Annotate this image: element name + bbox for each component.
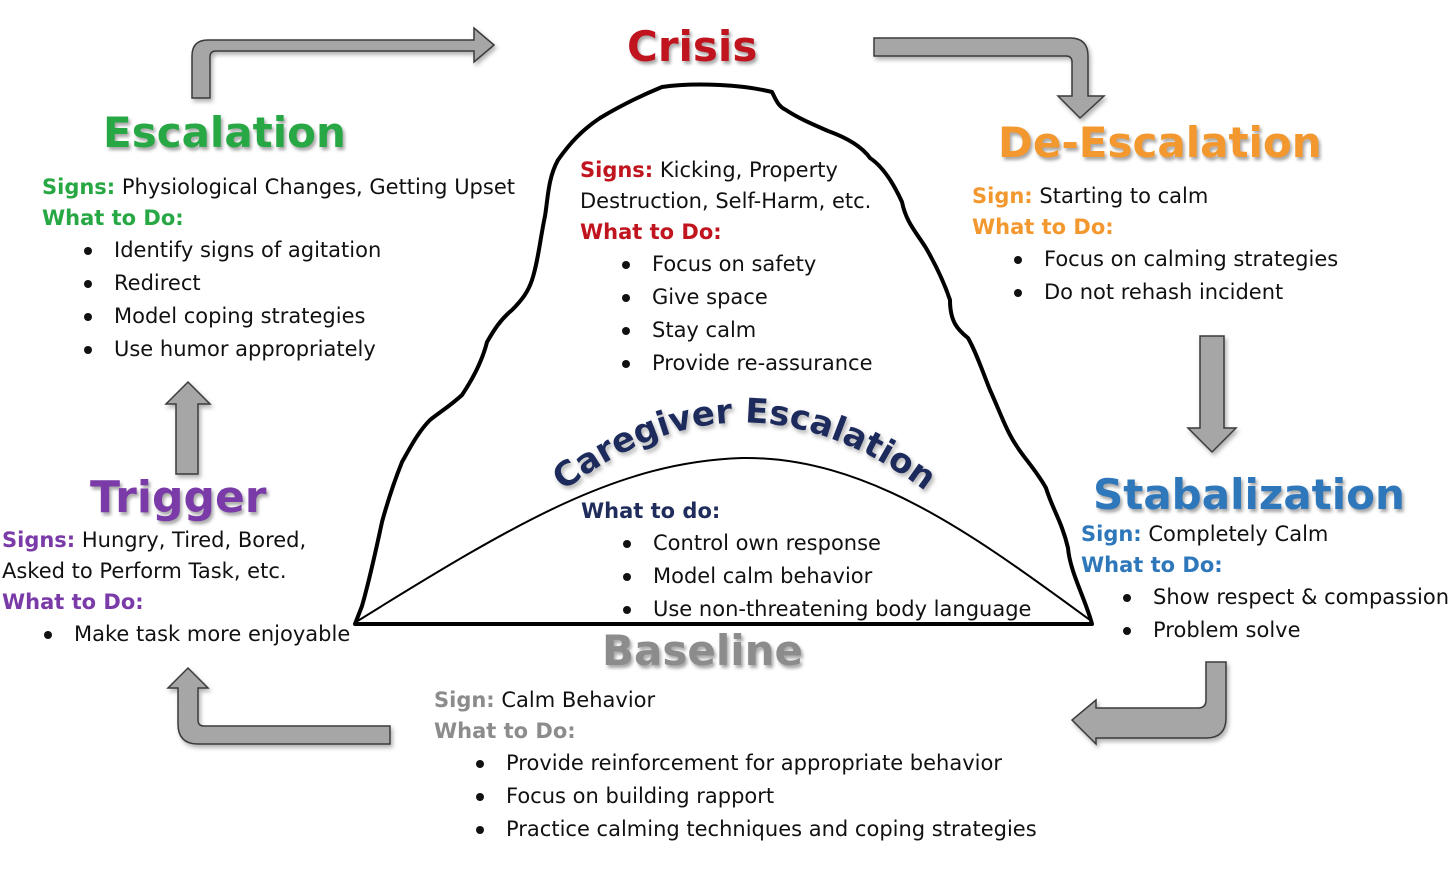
list-item: Model calm behavior (619, 560, 1031, 593)
trigger-signs-text-2: Asked to Perform Task, etc. (2, 559, 287, 583)
baseline-title: Baseline (602, 626, 804, 675)
list-item: Provide reinforcement for appropriate be… (472, 747, 1037, 780)
de-escalation-signs-label: Sign: (972, 184, 1033, 208)
list-item: Use non-threatening body language (619, 593, 1031, 626)
stabalization-signs-text: Completely Calm (1148, 522, 1329, 546)
crisis-title: Crisis (627, 22, 758, 71)
list-item: Provide re-assurance (618, 347, 873, 380)
caregiver-body: What to do: Control own response Model c… (581, 496, 1031, 626)
baseline-list: Provide reinforcement for appropriate be… (472, 747, 1037, 846)
arrow-escalation-to-crisis (191, 26, 496, 99)
stabalization-title: Stabalization (1093, 470, 1405, 519)
crisis-signs-label: Signs: (580, 158, 654, 182)
mountain-outline (353, 82, 1094, 626)
caregiver-title: Caregiver Escalation (545, 391, 943, 498)
list-item: Make task more enjoyable (40, 618, 350, 651)
de-escalation-body: Sign: Starting to calm What to Do: Focus… (972, 181, 1338, 309)
baseline-signs-text: Calm Behavior (501, 688, 656, 712)
caregiver-curve (355, 456, 1091, 623)
de-escalation-what-label: What to Do: (972, 215, 1114, 239)
crisis-list: Focus on safety Give space Stay calm Pro… (618, 248, 873, 380)
stabalization-list: Show respect & compassion Problem solve (1119, 581, 1449, 647)
escalation-signs-text: Physiological Changes, Getting Upset (121, 175, 515, 199)
trigger-what-label: What to Do: (2, 590, 144, 614)
trigger-signs-label: Signs: (2, 528, 76, 552)
escalation-title: Escalation (103, 108, 346, 157)
arrow-baseline-to-trigger (166, 666, 391, 745)
arrow-trigger-to-escalation (164, 380, 212, 475)
baseline-what-label: What to Do: (434, 719, 576, 743)
arrow-deescalation-to-stabalization (1186, 335, 1238, 454)
trigger-title: Trigger (90, 472, 267, 523)
list-item: Focus on building rapport (472, 780, 1037, 813)
list-item: Identify signs of agitation (80, 234, 515, 267)
list-item: Focus on safety (618, 248, 873, 281)
de-escalation-signs-text: Starting to calm (1039, 184, 1209, 208)
crisis-body: Signs: Kicking, Property Destruction, Se… (580, 155, 873, 380)
list-item: Show respect & compassion (1119, 581, 1449, 614)
escalation-signs-label: Signs: (42, 175, 116, 199)
list-item: Control own response (619, 527, 1031, 560)
baseline-signs-label: Sign: (434, 688, 495, 712)
trigger-list: Make task more enjoyable (40, 618, 350, 651)
list-item: Focus on calming strategies (1010, 243, 1338, 276)
list-item: Model coping strategies (80, 300, 515, 333)
crisis-signs-text-2: Destruction, Self-Harm, etc. (580, 189, 872, 213)
stabalization-body: Sign: Completely Calm What to Do: Show r… (1081, 519, 1449, 647)
list-item: Do not rehash incident (1010, 276, 1338, 309)
crisis-signs-text: Kicking, Property (659, 158, 838, 182)
list-item: Stay calm (618, 314, 873, 347)
arrow-crisis-to-deescalation (873, 37, 1106, 120)
list-item: Use humor appropriately (80, 333, 515, 366)
list-item: Practice calming techniques and coping s… (472, 813, 1037, 846)
de-escalation-title: De-Escalation (998, 118, 1322, 167)
caregiver-list: Control own response Model calm behavior… (619, 527, 1031, 626)
stabalization-signs-label: Sign: (1081, 522, 1142, 546)
baseline-body: Sign: Calm Behavior What to Do: Provide … (434, 685, 1037, 846)
escalation-what-label: What to Do: (42, 206, 184, 230)
stabalization-what-label: What to Do: (1081, 553, 1223, 577)
escalation-body: Signs: Physiological Changes, Getting Up… (42, 172, 515, 366)
list-item: Give space (618, 281, 873, 314)
crisis-what-label: What to Do: (580, 220, 722, 244)
trigger-body: Signs: Hungry, Tired, Bored, Asked to Pe… (2, 525, 350, 651)
caregiver-what-label: What to do: (581, 499, 721, 523)
escalation-list: Identify signs of agitation Redirect Mod… (80, 234, 515, 366)
trigger-signs-text: Hungry, Tired, Bored, (81, 528, 307, 552)
arrow-stabalization-to-baseline (1070, 661, 1227, 746)
list-item: Problem solve (1119, 614, 1449, 647)
de-escalation-list: Focus on calming strategies Do not rehas… (1010, 243, 1338, 309)
list-item: Redirect (80, 267, 515, 300)
